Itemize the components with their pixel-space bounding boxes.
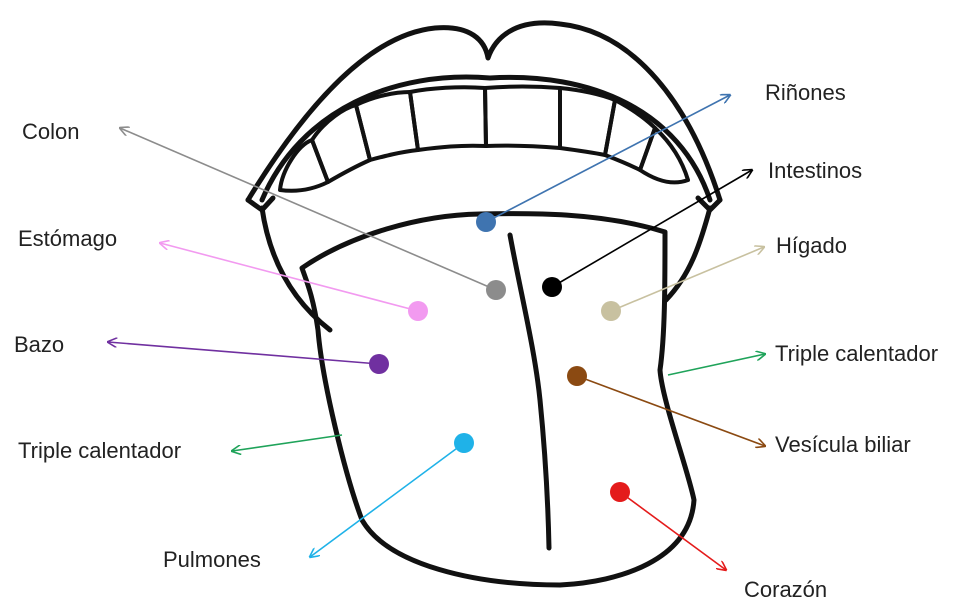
intestinos-label: Intestinos bbox=[768, 158, 862, 183]
vesicula-biliar-label: Vesícula biliar bbox=[775, 432, 911, 457]
triple-calentador-right-label: Triple calentador bbox=[775, 341, 938, 366]
rinones-label: Riñones bbox=[765, 80, 846, 105]
vesicula-dot bbox=[567, 366, 587, 386]
bazo-label: Bazo bbox=[14, 332, 64, 357]
tongue-midline bbox=[510, 235, 549, 548]
colon-label: Colon bbox=[22, 119, 79, 144]
tongue-outline bbox=[302, 214, 694, 585]
higado-label: Hígado bbox=[776, 233, 847, 258]
pulmones-label: Pulmones bbox=[163, 547, 261, 572]
intestinos-dot bbox=[542, 277, 562, 297]
triple-left-leader bbox=[232, 435, 342, 451]
organ-labels: Colon Riñones Intestinos Estómago Hígado… bbox=[14, 80, 938, 602]
higado-leader bbox=[611, 247, 764, 311]
mouth-illustration bbox=[248, 23, 720, 585]
corazon-dot bbox=[610, 482, 630, 502]
tooth bbox=[312, 105, 370, 182]
bazo-dot bbox=[369, 354, 389, 374]
tooth bbox=[356, 92, 418, 160]
bazo-leader bbox=[108, 342, 379, 364]
vesicula-leader bbox=[577, 376, 765, 446]
pulmones-leader bbox=[310, 443, 464, 557]
colon-dot bbox=[486, 280, 506, 300]
rinones-leader bbox=[486, 95, 730, 222]
estomago-label: Estómago bbox=[18, 226, 117, 251]
tooth bbox=[410, 87, 486, 150]
intestinos-leader bbox=[552, 170, 752, 287]
corazon-label: Corazón bbox=[744, 577, 827, 602]
triple-calentador-left-label: Triple calentador bbox=[18, 438, 181, 463]
estomago-dot bbox=[408, 301, 428, 321]
higado-dot bbox=[601, 301, 621, 321]
tooth bbox=[485, 87, 560, 149]
pulmones-dot bbox=[454, 433, 474, 453]
triple-right-leader bbox=[668, 354, 765, 375]
leader-lines bbox=[108, 95, 765, 570]
rinones-dot bbox=[476, 212, 496, 232]
tooth bbox=[640, 128, 688, 182]
tooth bbox=[605, 100, 655, 170]
estomago-leader bbox=[160, 243, 418, 311]
zone-dots bbox=[369, 212, 630, 502]
corazon-leader bbox=[620, 492, 726, 570]
